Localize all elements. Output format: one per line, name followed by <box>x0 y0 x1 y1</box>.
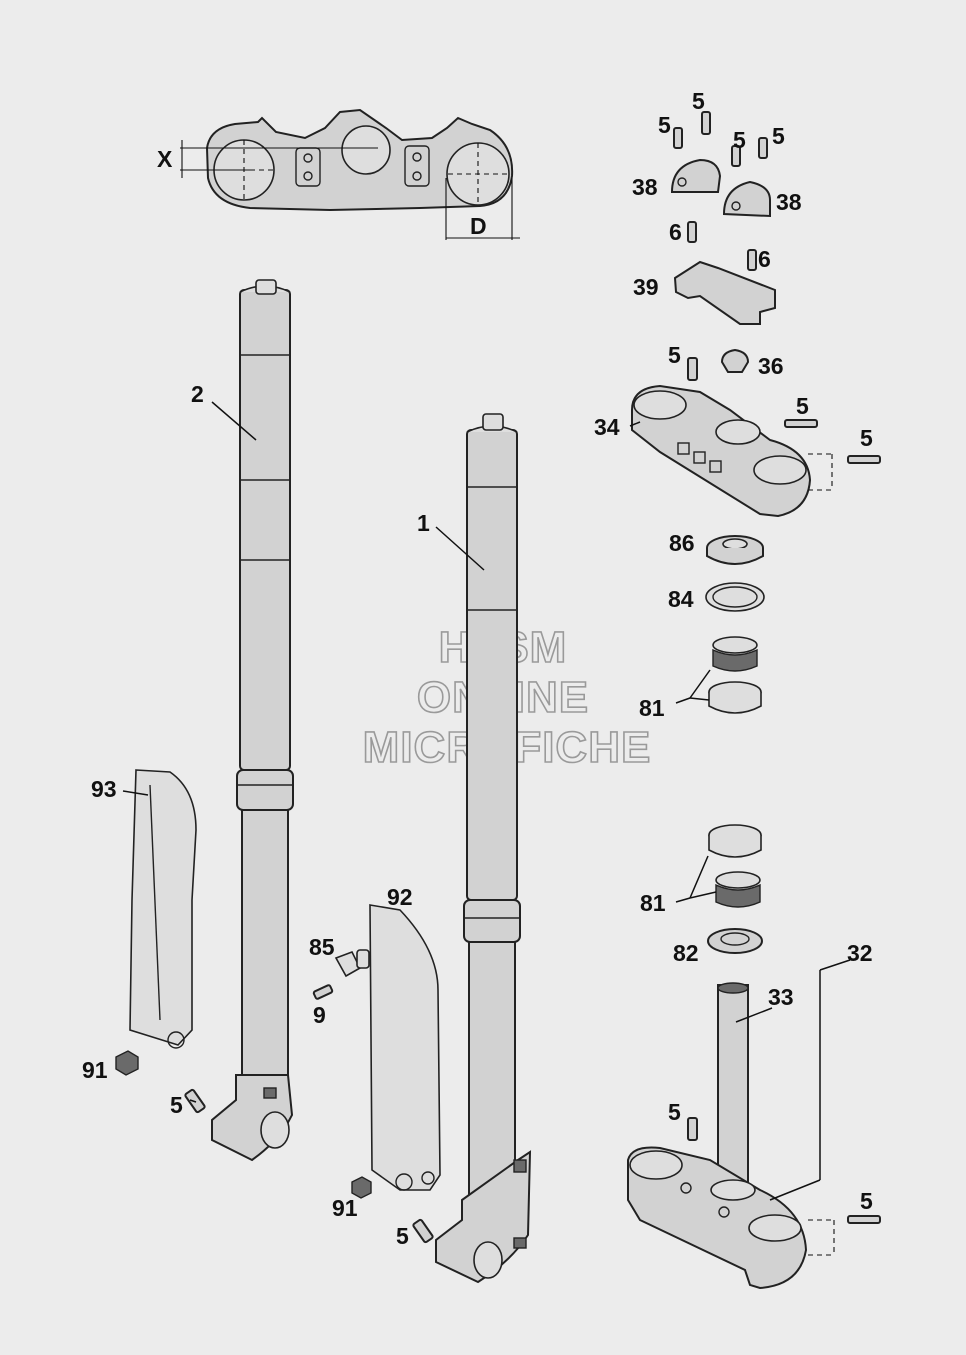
steering-bearings <box>705 535 765 954</box>
dimension-clamp-drawing: X D <box>157 108 520 240</box>
callout-5-top: 5 <box>692 88 705 114</box>
fork-leg-2 <box>211 279 294 1162</box>
callout-5-leg1: 5 <box>396 1223 409 1249</box>
callout-91-center: 91 <box>332 1195 358 1221</box>
callout-5-lower-side: 5 <box>860 1188 873 1214</box>
fork-guard-93 <box>129 769 197 1049</box>
callout-6-right: 6 <box>758 246 771 272</box>
dimension-d-label: D <box>470 213 487 239</box>
callout-39: 39 <box>633 274 659 300</box>
callout-9: 9 <box>313 1002 326 1028</box>
callout-6-left: 6 <box>669 219 682 245</box>
callout-labels: 2 1 93 91 5 92 85 9 91 5 5 5 5 5 38 38 6… <box>82 88 873 1249</box>
small-hardware-left <box>115 949 434 1244</box>
fork-leg-1 <box>435 413 532 1284</box>
callout-5-leg2: 5 <box>170 1092 183 1118</box>
callout-5-clamp-right: 5 <box>772 123 785 149</box>
callout-82: 82 <box>673 940 699 966</box>
callout-5-clamp-left: 5 <box>658 112 671 138</box>
callout-5-lower-clamp: 5 <box>668 1099 681 1125</box>
fork-guard-92 <box>369 904 441 1191</box>
callout-1: 1 <box>417 510 430 536</box>
callout-2: 2 <box>191 381 204 407</box>
callout-5-upper-clamp: 5 <box>668 342 681 368</box>
callout-36: 36 <box>758 353 784 379</box>
callout-32: 32 <box>847 940 873 966</box>
callout-5-upper-side: 5 <box>860 425 873 451</box>
dimension-x-label: X <box>157 146 173 172</box>
leader-lines <box>122 401 851 1201</box>
callout-91-left: 91 <box>82 1057 108 1083</box>
callout-81-upper: 81 <box>639 695 665 721</box>
callout-38-left: 38 <box>632 174 658 200</box>
callout-33: 33 <box>768 984 794 1010</box>
callout-34: 34 <box>594 414 620 440</box>
callout-85: 85 <box>309 934 335 960</box>
callout-5-clamp-mid: 5 <box>733 127 746 153</box>
callout-81-lower: 81 <box>640 890 666 916</box>
upper-triple-clamp-34 <box>631 348 881 518</box>
callout-38-right: 38 <box>776 189 802 215</box>
callout-84: 84 <box>668 586 694 612</box>
callout-5-upper-pinch: 5 <box>796 393 809 419</box>
callout-93: 93 <box>91 776 117 802</box>
callout-86: 86 <box>669 530 695 556</box>
handlebar-clamp-parts <box>670 111 776 325</box>
callout-92: 92 <box>387 884 413 910</box>
lower-triple-clamp-32 <box>627 982 881 1290</box>
